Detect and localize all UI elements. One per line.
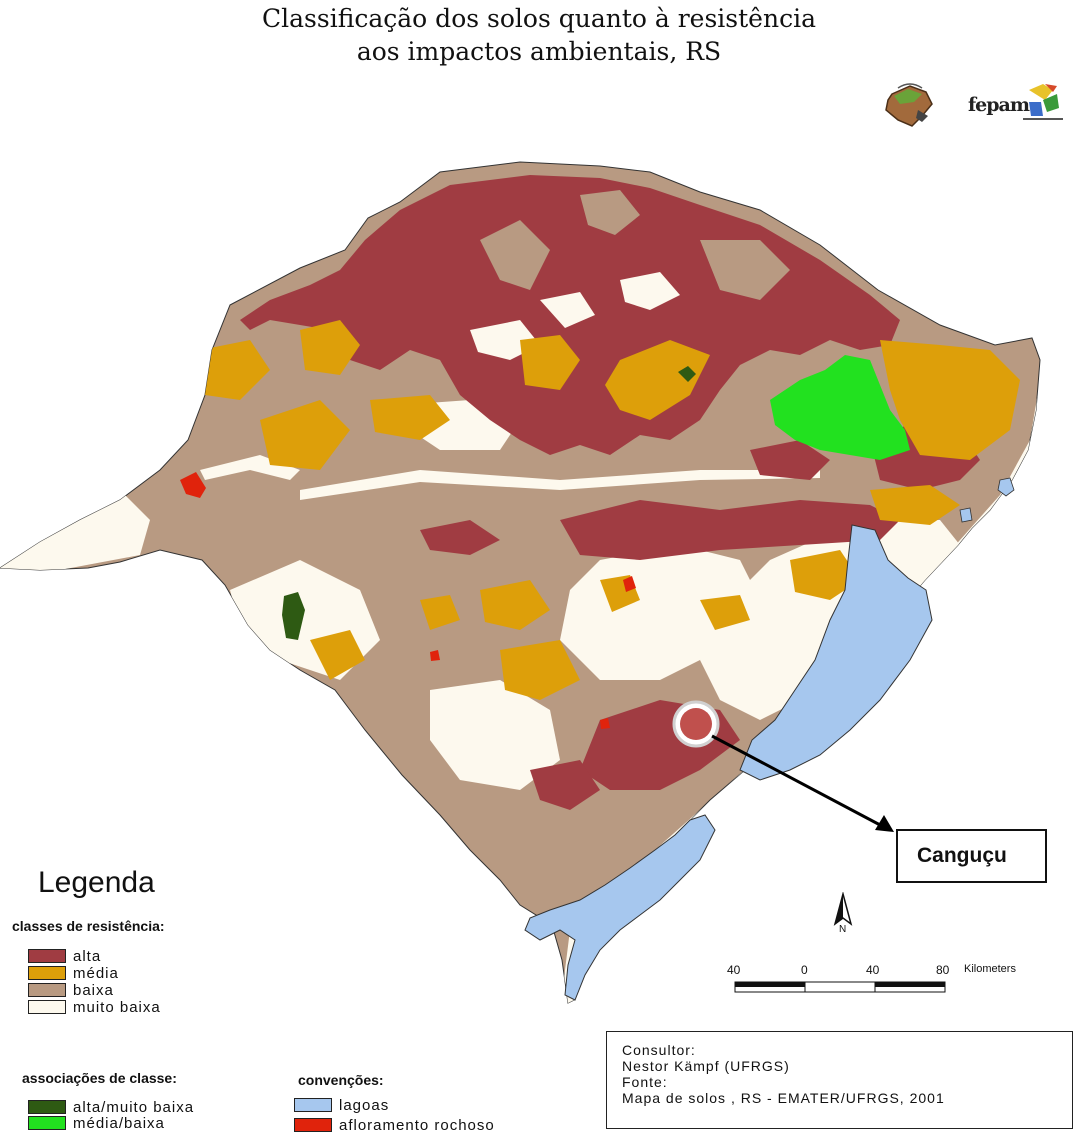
legend-item-baixa: baixa xyxy=(28,981,114,999)
alta-southwest xyxy=(530,760,600,810)
lagoa-mirim xyxy=(524,814,716,1001)
media-north-central xyxy=(605,340,710,420)
media-northwest-strip xyxy=(370,395,450,440)
legend-label-alta-muito-baixa: alta/muito baixa xyxy=(73,1098,195,1116)
legend-label-baixa: baixa xyxy=(73,981,114,999)
north-arrow-icon: N xyxy=(831,891,855,938)
emater-logo-icon xyxy=(878,80,940,130)
swatch-alta xyxy=(28,949,66,963)
swatch-media xyxy=(28,966,66,980)
afloramento-rochoso-south xyxy=(430,650,440,661)
media-central-2 xyxy=(700,595,750,630)
afloramento-rochoso-west xyxy=(180,472,206,498)
alta-north-east-patch xyxy=(750,440,830,480)
fepam-logo-text: fepam xyxy=(968,94,1030,116)
media-baixa-northeast xyxy=(770,355,910,460)
swatch-media-baixa xyxy=(28,1116,66,1130)
swatch-muito-baixa xyxy=(28,1000,66,1014)
legend-item-alta: alta xyxy=(28,947,102,965)
cangucu-pointer-arrowhead xyxy=(875,815,894,832)
legend-label-alta: alta xyxy=(73,947,102,965)
baixa-patch-north-3 xyxy=(580,190,640,235)
legend-label-media-baixa: média/baixa xyxy=(73,1114,165,1132)
media-northeast-large xyxy=(880,340,1020,460)
muito-baixa-south-central xyxy=(430,680,560,790)
credits-source-label: Fonte: xyxy=(622,1074,668,1090)
legend-item-muito-baixa: muito baixa xyxy=(28,998,161,1016)
credits-source-value: Mapa de solos , RS - EMATER/UFRGS, 2001 xyxy=(622,1090,945,1106)
media-north-west-1 xyxy=(520,335,580,390)
class-associations-title: associações de classe: xyxy=(22,1070,177,1086)
alta-muito-baixa-west xyxy=(282,592,305,640)
alta-muito-baixa-north xyxy=(678,366,696,382)
swatch-baixa xyxy=(28,983,66,997)
legend-item-media: média xyxy=(28,964,119,982)
media-east-1 xyxy=(870,485,960,525)
conventions-title: convenções: xyxy=(298,1072,384,1088)
afloramento-rochoso-central xyxy=(623,576,636,592)
cangucu-marker-dot xyxy=(680,708,712,740)
scale-unit: Kilometers xyxy=(964,963,1016,975)
afloramento-rochoso-south-2 xyxy=(600,718,610,729)
fepam-logo-icon xyxy=(1023,84,1063,120)
scale-label-40-left: 40 xyxy=(727,963,741,977)
credits-consultant-name: Nestor Kämpf (UFRGS) xyxy=(622,1058,790,1074)
swatch-afloramento-rochoso xyxy=(294,1118,332,1132)
media-southeast-1 xyxy=(790,550,860,600)
media-west-2 xyxy=(260,400,350,470)
north-label: N xyxy=(839,924,847,935)
media-south-2 xyxy=(420,595,460,630)
legend-label-afloramento-rochoso: afloramento rochoso xyxy=(339,1116,495,1134)
legend-label-lagoas: lagoas xyxy=(339,1096,390,1114)
muito-baixa-island-2 xyxy=(620,272,680,310)
swatch-lagoas xyxy=(294,1098,332,1112)
cangucu-pointer-line xyxy=(711,734,883,828)
scale-bar-graphic xyxy=(734,981,946,993)
media-south-1 xyxy=(480,580,550,630)
media-west-1 xyxy=(200,340,270,400)
lagoa-dos-patos xyxy=(739,524,933,781)
media-west-3 xyxy=(300,320,360,375)
legend-item-alta-muito-baixa: alta/muito baixa xyxy=(28,1098,195,1116)
cangucu-callout: Canguçu xyxy=(896,829,1047,883)
credits-box: Consultor: Nestor Kämpf (UFRGS) Fonte: M… xyxy=(606,1031,1073,1129)
legend-title: Legenda xyxy=(38,866,155,899)
baixa-patch-north-2 xyxy=(700,240,790,300)
legend-label-muito-baixa: muito baixa xyxy=(73,998,161,1016)
credits-consultant-label: Consultor: xyxy=(622,1042,696,1058)
media-southwest-1 xyxy=(310,630,365,680)
swatch-alta-muito-baixa xyxy=(28,1100,66,1114)
muito-baixa-river-1 xyxy=(300,470,820,500)
legend-item-lagoas: lagoas xyxy=(294,1096,390,1114)
scale-label-0: 0 xyxy=(801,963,808,977)
legend-item-afloramento-rochoso: afloramento rochoso xyxy=(294,1116,495,1134)
scale-label-40-right: 40 xyxy=(866,963,880,977)
muito-baixa-island-3 xyxy=(540,292,595,328)
lagoa-east-small xyxy=(959,507,973,523)
lagoa-northeast xyxy=(997,477,1015,497)
legend-item-media-baixa: média/baixa xyxy=(28,1114,165,1132)
media-south-3 xyxy=(500,640,580,700)
map-title-line-2: aos impactos ambientais, RS xyxy=(356,37,722,66)
baixa-patch-north-1 xyxy=(480,220,550,290)
map-title: Classificação dos solos quanto à resistê… xyxy=(0,2,1078,68)
resistance-classes-title: classes de resistência: xyxy=(12,918,165,934)
alta-central-west xyxy=(420,520,500,555)
scale-label-80: 80 xyxy=(936,963,950,977)
fepam-logo: fepam xyxy=(968,80,1068,130)
map-title-line-1: Classificação dos solos quanto à resistê… xyxy=(262,4,816,33)
cangucu-label: Canguçu xyxy=(917,844,1007,867)
legend-label-media: média xyxy=(73,964,119,982)
alta-east-band xyxy=(560,500,900,560)
